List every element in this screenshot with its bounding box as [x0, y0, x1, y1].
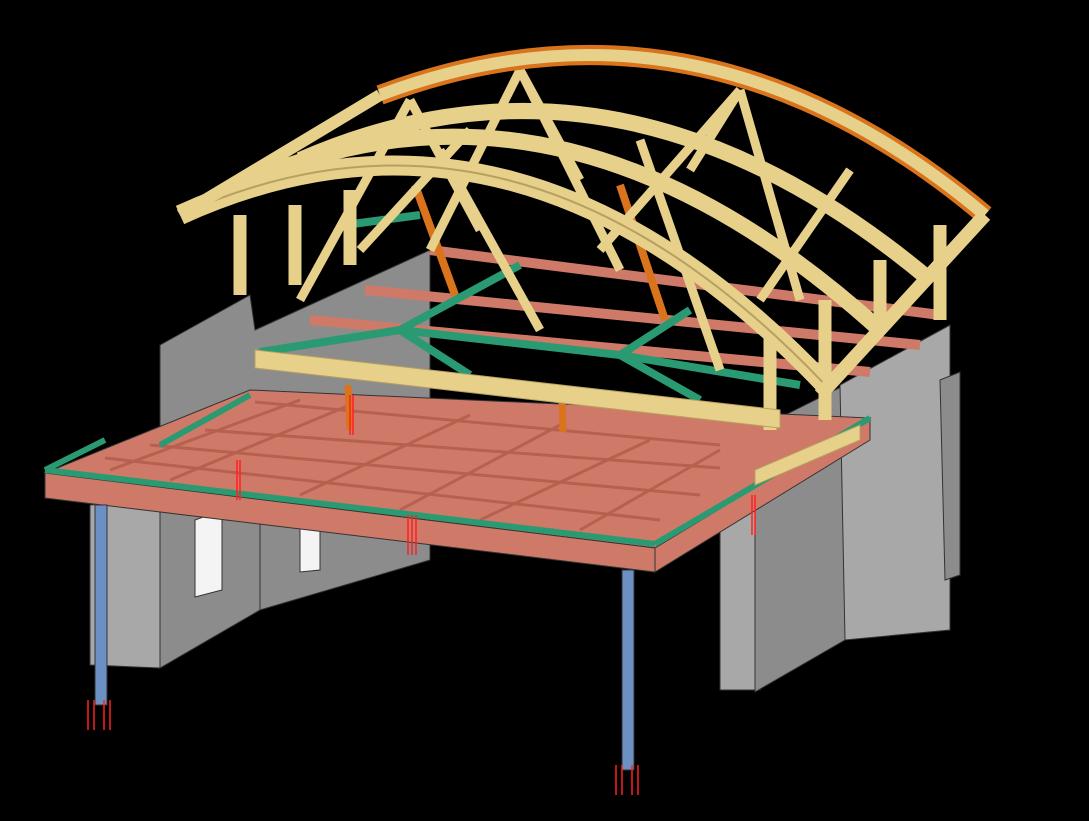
steel-brace: [397, 326, 473, 379]
truss-diagonal: [356, 126, 474, 254]
arch-tie-left: [176, 89, 384, 221]
steel-brace: [398, 261, 522, 334]
deck-joist: [254, 400, 721, 447]
deck-joist: [204, 428, 721, 470]
deck-joist: [149, 443, 701, 497]
roof-arch: [296, 103, 936, 287]
roof-arch-edge: [179, 164, 831, 391]
timber-blocking: [754, 424, 861, 486]
far-right-wall-edge: [939, 371, 961, 581]
deck-cross-joist: [109, 398, 301, 472]
window-opening: [194, 509, 223, 598]
steel-brace: [259, 326, 401, 356]
edge-steel-back: [158, 392, 252, 448]
edge-steel-left: [43, 437, 107, 473]
deck-cross-joist: [479, 438, 651, 522]
roof-arch: [377, 49, 989, 220]
deck-cross-joist: [399, 423, 561, 512]
timber-strut: [616, 183, 669, 322]
truss-diagonal: [425, 67, 525, 253]
truss-diagonal: [756, 167, 854, 303]
floor-deck: [43, 389, 872, 573]
arch-tie-right: [814, 210, 991, 400]
steel-column: [621, 569, 635, 771]
truss-diagonal: [516, 67, 584, 183]
steel-brace: [617, 306, 693, 359]
timber-roof: [175, 45, 992, 433]
steel-brace: [618, 351, 702, 404]
header-beam: [254, 349, 781, 429]
truss-diagonal: [686, 87, 744, 173]
steel-columns: [87, 395, 756, 795]
edge-steel-front: [44, 467, 656, 547]
roof-arch: [236, 128, 886, 336]
deck-cross-joist: [169, 403, 351, 482]
truss-diagonal: [735, 88, 805, 302]
deck-cross-joist: [579, 448, 721, 532]
timber-strut: [558, 399, 567, 433]
steel-column: [94, 504, 108, 706]
deck-cross-joist: [299, 413, 471, 497]
steel-brace: [399, 326, 621, 359]
